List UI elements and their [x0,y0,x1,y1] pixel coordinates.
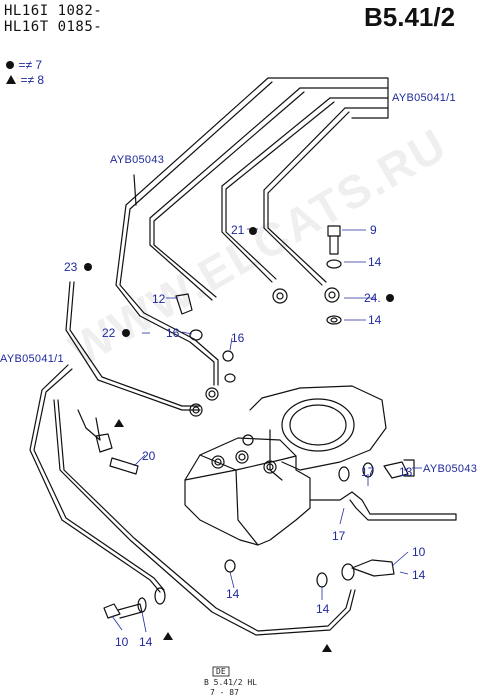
callout-14-b: 14 [368,313,382,327]
callout-17-b: 17 [332,529,346,543]
triangle-icon [6,75,16,85]
ref-ayb05043-right[interactable]: AYB05043 [423,463,478,475]
model-code-2: HL16T 0185- [4,19,103,35]
legend-circle: =≠ 7 [6,57,42,73]
legend-triangle: =≠ 8 [6,72,44,88]
callout-14-f: 14 [139,635,153,649]
callout-17-a: 17 [361,465,375,479]
ref-ayb05041-1-left[interactable]: AYB05041/1 [0,353,64,365]
ref-ayb05043-top[interactable]: AYB05043 [110,154,165,166]
footer-date: 7 - 87 [210,688,239,697]
callout-10-b: 10 [115,635,129,649]
callout-14-c: 14 [412,568,426,582]
circle-icon [6,60,14,69]
model-code-1: HL16I 1082- [4,3,103,19]
callout-16-b: 16 [231,331,245,345]
callout-23: 23 [64,260,78,274]
footer-box-label: DE [216,667,226,676]
callout-12: 12 [152,292,166,306]
ref-ayb05041-1-top[interactable]: AYB05041/1 [392,92,456,104]
callout-16-a: 16 [166,326,180,340]
callout-21: 21 [231,223,245,237]
callout-20: 20 [142,449,156,463]
callout-10-a: 10 [412,545,426,559]
footer-code: B 5.41/2 HL [204,678,257,687]
callout-9: 9 [370,223,377,237]
callout-14-d: 14 [226,587,240,601]
callout-14-a: 14 [368,255,382,269]
callout-22: 22 [102,326,116,340]
callout-24: 24. [364,291,381,305]
callout-14-e: 14 [316,602,330,616]
callout-13: 13 [399,465,413,479]
page-code: B5.41/2 [364,2,456,32]
